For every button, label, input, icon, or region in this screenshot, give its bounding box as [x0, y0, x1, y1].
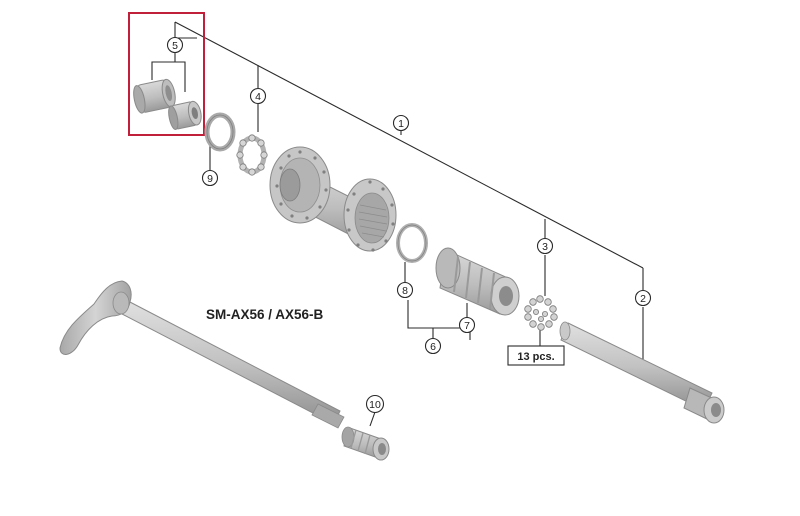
thru-axle [59, 280, 345, 429]
part-7-freehub-body [435, 247, 520, 316]
part-9-spacer-ring [204, 112, 236, 152]
part-8-ring [396, 223, 428, 263]
part-3-loose-balls [524, 295, 558, 331]
callout-2: 2 [634, 289, 652, 307]
svg-text:10: 10 [369, 399, 381, 411]
callout-6: 6 [424, 337, 442, 355]
svg-text:6: 6 [430, 341, 436, 353]
svg-text:3: 3 [542, 241, 548, 253]
model-label: SM-AX56 / AX56-B [206, 307, 324, 322]
svg-text:1: 1 [398, 118, 404, 130]
part-2-hub-axle [559, 321, 725, 424]
callout-7: 7 [458, 316, 476, 334]
svg-text:4: 4 [255, 91, 261, 103]
callout-8: 8 [396, 281, 414, 299]
callout-10: 10 [365, 394, 385, 414]
hub-body [269, 146, 397, 252]
callout-1: 1 [392, 114, 410, 132]
part-10-axle-nut [341, 426, 390, 461]
svg-text:13 pcs.: 13 pcs. [517, 351, 554, 363]
highlight-box [128, 12, 205, 136]
callout-9: 9 [201, 169, 219, 187]
quantity-box: 13 pcs. [507, 345, 565, 366]
svg-text:2: 2 [640, 293, 646, 305]
callout-5: 5 [166, 36, 184, 54]
callout-3: 3 [536, 237, 554, 255]
svg-text:8: 8 [402, 285, 408, 297]
svg-text:5: 5 [172, 40, 178, 52]
callout-4: 4 [249, 87, 267, 105]
svg-text:7: 7 [464, 320, 470, 332]
part-5-bearing-cups [133, 78, 202, 130]
svg-text:9: 9 [207, 173, 213, 185]
part-4-ball-retainer [236, 134, 268, 176]
